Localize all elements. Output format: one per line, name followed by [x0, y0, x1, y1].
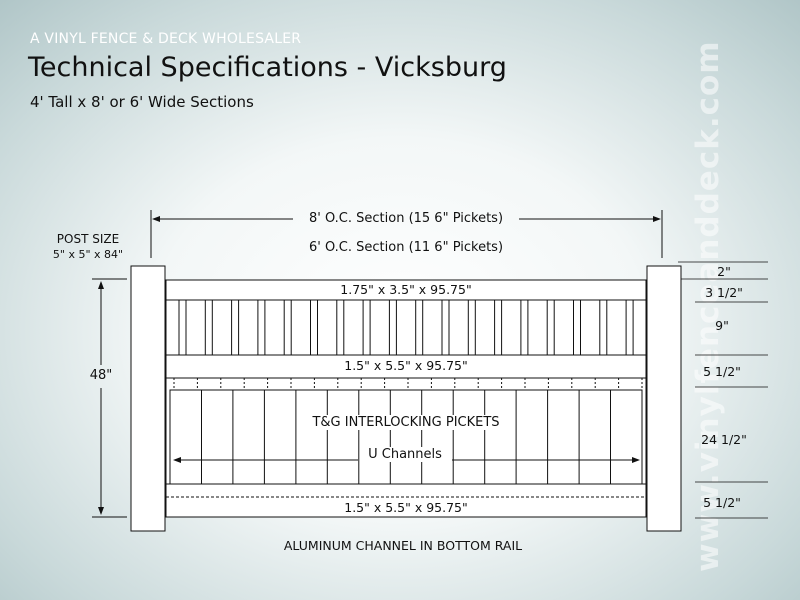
height-dimension [92, 278, 127, 518]
spindle [257, 299, 266, 356]
spindle [388, 299, 397, 356]
picket-panel [165, 377, 647, 486]
top-rail-label: 1.75" x 3.5" x 95.75" [340, 282, 472, 297]
spindle [467, 299, 476, 356]
spindle [283, 299, 292, 356]
right-dimension-ticks [678, 261, 768, 519]
spindle [441, 299, 450, 356]
spindle [310, 299, 318, 356]
spindle [204, 299, 213, 356]
spindle [231, 299, 240, 356]
middle-rail-label: 1.5" x 5.5" x 95.75" [344, 358, 468, 373]
upper-spindles [165, 299, 647, 356]
spindle [415, 299, 424, 356]
spindle [599, 299, 608, 356]
post-size-value: 5" x 5" x 84" [52, 248, 124, 261]
right-post [646, 265, 682, 532]
middle-rail [150, 354, 661, 379]
spindle [178, 299, 187, 356]
dim-label-2: 3 1/2" [705, 285, 743, 300]
post-size-label: POST SIZE [56, 232, 120, 246]
bottom-rail-label: 1.5" x 5.5" x 95.75" [344, 500, 468, 515]
bottom-rail [150, 483, 661, 518]
section-8ft-label: 8' O.C. Section (15 6" Pickets) [308, 211, 504, 226]
spindle [573, 299, 581, 356]
bottom-note: ALUMINUM CHANNEL IN BOTTOM RAIL [283, 538, 523, 553]
spindle [520, 299, 529, 356]
u-channels-label: U Channels [364, 447, 446, 462]
spindle [494, 299, 503, 356]
u-channel-arrow [173, 457, 640, 463]
spindle [625, 299, 634, 356]
brand-tagline: A VINYL FENCE & DECK WHOLESALER [30, 31, 302, 47]
dim-label-6: 5 1/2" [703, 495, 741, 510]
spindle [336, 299, 345, 356]
dim-label-4: 5 1/2" [703, 364, 741, 379]
section-6ft-label: 6' O.C. Section (11 6" Pickets) [308, 240, 504, 255]
dim-label-3: 9" [715, 318, 729, 333]
panel-pickets [173, 378, 643, 485]
section-width-dimension [150, 210, 663, 258]
dim-label-1: 2" [717, 264, 731, 279]
dim-label-5: 24 1/2" [701, 432, 747, 447]
spindle [546, 299, 555, 356]
pickets-label: T&G INTERLOCKING PICKETS [308, 415, 504, 430]
left-post [130, 265, 166, 532]
page-title: Technical Specifications - Vicksburg [28, 52, 507, 83]
spindle [362, 299, 371, 356]
page-subtitle: 4' Tall x 8' or 6' Wide Sections [30, 93, 254, 111]
height-label: 48" [89, 368, 113, 383]
